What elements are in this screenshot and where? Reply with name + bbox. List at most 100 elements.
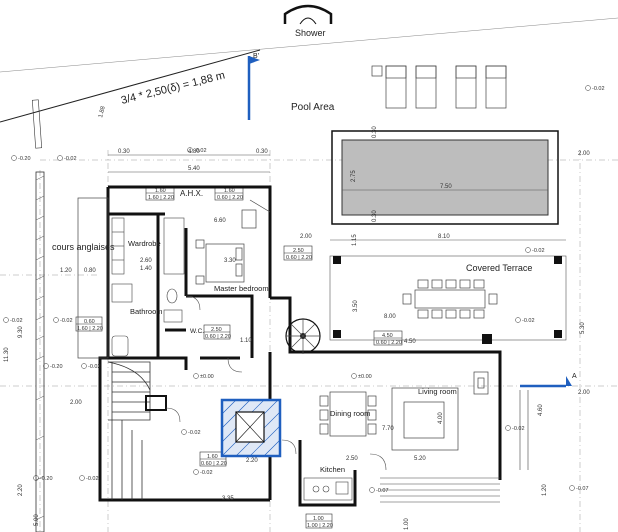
dining-room-label: Dining room — [330, 409, 370, 418]
dim-2-00a: 2.00 — [578, 151, 590, 157]
window-tag: 1.60 0.60 | 2.20 — [214, 185, 244, 201]
window-tag: 1.60 0.60 | 2.20 — [199, 451, 227, 467]
door-swings — [165, 295, 387, 471]
dim-2-20b: 2.20 — [18, 484, 24, 496]
pool-outline — [331, 130, 559, 225]
west-staircase — [107, 361, 151, 500]
svg-text:0.60 | 2.20: 0.60 | 2.20 — [201, 461, 227, 467]
dim-3-50: 3.50 — [353, 300, 359, 312]
svg-text:-0.07: -0.07 — [376, 488, 389, 494]
svg-text:-0.20: -0.20 — [40, 476, 53, 482]
window-tag: 1.00 1.00 | 2.20 — [305, 513, 333, 529]
dim-3-30: 3.30 — [224, 258, 236, 264]
elevator-core — [220, 398, 282, 458]
window-tag: 4.50 0.60 | 2.20 — [373, 330, 403, 346]
svg-text:-0.02: -0.02 — [10, 318, 23, 324]
terrace-outline — [329, 255, 567, 341]
dim-9-30: 9.30 — [18, 326, 24, 338]
dim-11-30: 11.30 — [4, 347, 10, 362]
living-room-label: Living room — [418, 387, 457, 396]
pool-area-label: Pool Area — [291, 102, 335, 113]
window-tag: 2.50 0.60 | 2.20 — [203, 324, 231, 340]
svg-text:1.00 | 2.20: 1.00 | 2.20 — [307, 523, 333, 529]
kitchen-fixtures — [303, 477, 353, 501]
dim-1-00: 1.00 — [404, 518, 410, 530]
dim-0-80: 0.80 — [84, 268, 96, 274]
dim-1-88: 1.88 — [98, 105, 107, 118]
svg-text:4.50: 4.50 — [382, 333, 393, 339]
dim-1-20b: 1.20 — [542, 484, 548, 496]
dim-4-50: 4.50 — [404, 339, 416, 345]
section-a-label: A — [572, 373, 577, 380]
dim-2-00c: 2.00 — [70, 400, 82, 406]
svg-text:-0.02: -0.02 — [592, 86, 605, 92]
retaining-wall-upper — [32, 99, 42, 149]
wardrobe-label: Wardrobe — [128, 239, 161, 248]
sun-loungers — [371, 65, 507, 109]
svg-text:1.60 | 2.20: 1.60 | 2.20 — [77, 326, 103, 332]
dim-7-70: 7.70 — [382, 426, 394, 432]
window-tag: 1.60 1.60 | 2.20 — [145, 185, 175, 201]
svg-text:0.60 | 2.20: 0.60 | 2.20 — [376, 340, 402, 346]
master-bedroom-label: Master bedroom — [214, 284, 269, 293]
dim-1-10: 1.10 — [240, 338, 252, 344]
svg-text:0.60: 0.60 — [84, 319, 95, 325]
dim-2-00b: 2.00 — [300, 234, 312, 240]
dim-2-60: 2.60 — [140, 258, 152, 264]
dim-8-10: 8.10 — [438, 234, 450, 240]
dim-4-80: 4.80 — [188, 149, 200, 155]
section-arrow-a — [566, 376, 572, 386]
dim-2-20a: 2.20 — [246, 458, 258, 464]
svg-text:-0.02: -0.02 — [88, 364, 101, 370]
terrace-columns — [333, 256, 562, 344]
svg-text:-0.20: -0.20 — [18, 156, 31, 162]
svg-text:-0.02: -0.02 — [522, 318, 535, 324]
pool-water — [341, 139, 549, 216]
dim-5-00: 5.00 — [34, 514, 40, 526]
spiral-stair — [285, 318, 321, 354]
svg-text:-0.02: -0.02 — [60, 318, 73, 324]
svg-text:1.60: 1.60 — [224, 188, 235, 194]
dim-1-20: 1.20 — [60, 268, 72, 274]
shower-label: Shower — [295, 28, 326, 38]
window-tag: 2.50 0.60 | 2.20 — [283, 245, 313, 261]
boundary-line-upper — [0, 17, 618, 73]
dim-2-50: 2.50 — [346, 456, 358, 462]
svg-text:1.60: 1.60 — [207, 454, 218, 460]
dim-2-00d: 2.00 — [578, 390, 590, 396]
svg-text:-0.20: -0.20 — [50, 364, 63, 370]
dim-1-40: 1.40 — [140, 266, 152, 272]
dim-6-60: 6.60 — [214, 218, 226, 224]
svg-text:-0.02: -0.02 — [64, 156, 77, 162]
slope-formula: 3/4 * 2,50(δ) = 1,88 m — [120, 69, 226, 106]
svg-text:1.60 | 2.20: 1.60 | 2.20 — [148, 195, 174, 201]
ahx-label: A.H.X. — [180, 189, 203, 198]
dim-7-50: 7.50 — [440, 184, 452, 190]
svg-text:±0.00: ±0.00 — [358, 374, 372, 380]
svg-text:1.60: 1.60 — [155, 188, 166, 194]
window-tag: 0.60 1.60 | 2.20 — [75, 316, 103, 332]
dim-5-30: 5.30 — [580, 322, 586, 334]
wardrobe-cabinets — [111, 217, 185, 275]
kitchen-label: Kitchen — [320, 465, 345, 474]
dim-4-60: 4.60 — [538, 404, 544, 416]
dim-5-20: 5.20 — [414, 456, 426, 462]
dining-table — [319, 391, 377, 437]
svg-text:2.50: 2.50 — [293, 248, 304, 254]
cours-anglaises-label: cours anglaises — [52, 242, 115, 252]
wc-label: W.C. — [190, 328, 204, 335]
terrace-dining-table — [402, 279, 498, 319]
retaining-wall — [35, 171, 45, 532]
svg-text:0.60 | 2.20: 0.60 | 2.20 — [286, 255, 312, 261]
bed — [195, 239, 245, 285]
level-markers: -0.20 -0.02 -0.02 -0.02 -0.02 -0.02 -0.0… — [3, 85, 605, 494]
front-steps — [380, 390, 529, 503]
bathroom-label: Bathroom — [130, 307, 163, 316]
dim-0-30a: 0.30 — [118, 149, 130, 155]
svg-text:±0.00: ±0.00 — [200, 374, 214, 380]
dim-8-00: 8.00 — [384, 314, 396, 320]
dim-0-30b: 0.30 — [256, 149, 268, 155]
svg-text:-0.02: -0.02 — [532, 248, 545, 254]
svg-text:-0.02: -0.02 — [512, 426, 525, 432]
